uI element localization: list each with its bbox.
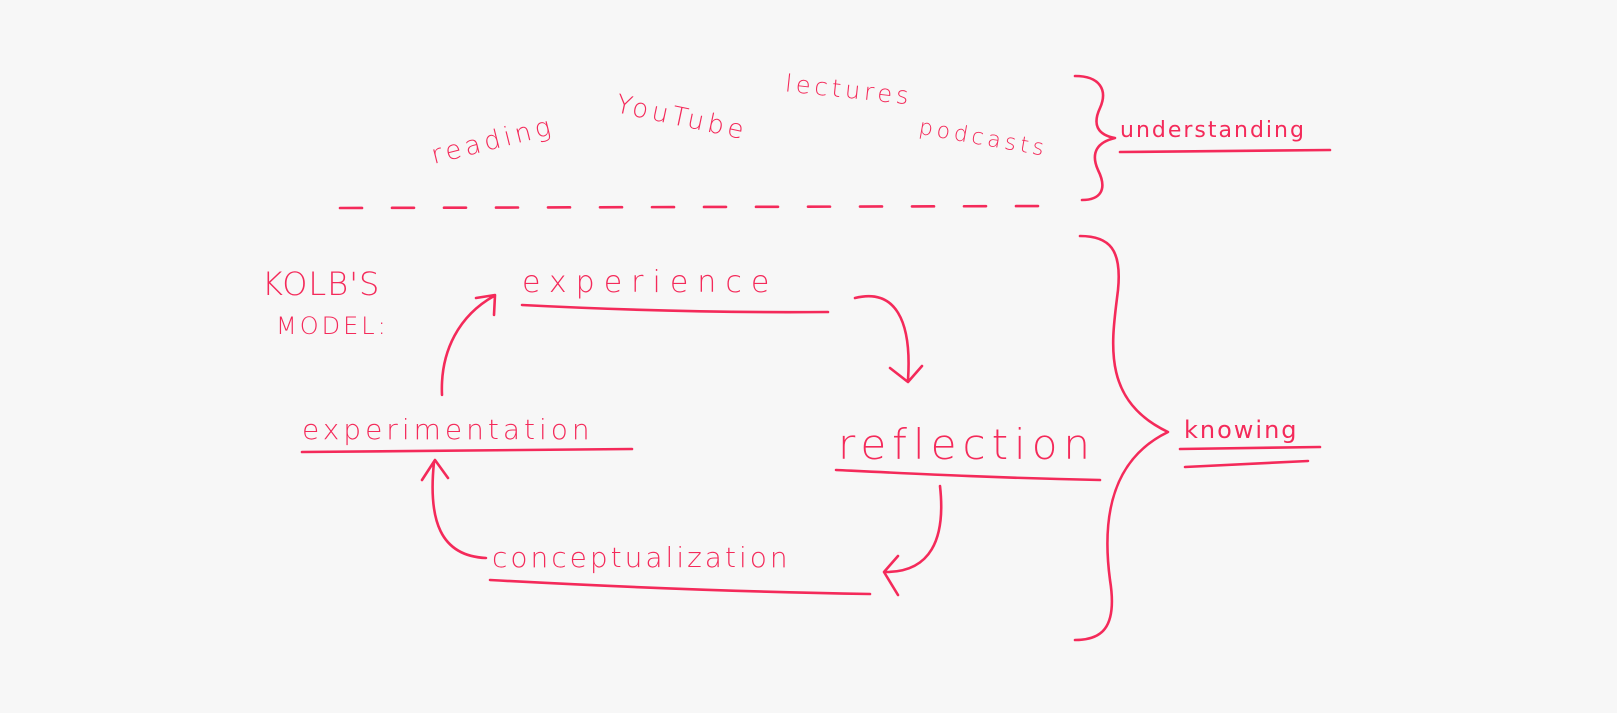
label-knowing: knowing — [1184, 416, 1299, 444]
stage-reflection: reflection — [838, 420, 1097, 469]
knowing-underline-2 — [1183, 459, 1310, 469]
understanding-underline — [1118, 148, 1332, 154]
arrow-conceptualization-to-experimentation — [420, 458, 488, 560]
experimentation-underline — [300, 447, 634, 454]
stage-experimentation: experimentation — [302, 413, 594, 446]
brace-understanding — [1073, 74, 1117, 202]
experience-underline — [520, 303, 830, 314]
arrow-experience-to-reflection — [853, 295, 924, 384]
model-title-line2: MODEL: — [276, 312, 389, 340]
divider-dashed-line — [338, 204, 1052, 210]
label-understanding: understanding — [1120, 118, 1306, 143]
stage-experience: experience — [522, 265, 779, 300]
conceptualization-underline — [488, 578, 872, 596]
stage-conceptualization: conceptualization — [492, 541, 791, 574]
knowing-underline-1 — [1178, 445, 1322, 451]
brace-knowing — [1073, 234, 1170, 642]
arrow-reflection-to-conceptualization — [882, 484, 943, 597]
model-title-line1: KOLB'S — [262, 265, 381, 303]
reflection-underline — [834, 468, 1102, 482]
arrow-experimentation-to-experience — [440, 293, 497, 397]
